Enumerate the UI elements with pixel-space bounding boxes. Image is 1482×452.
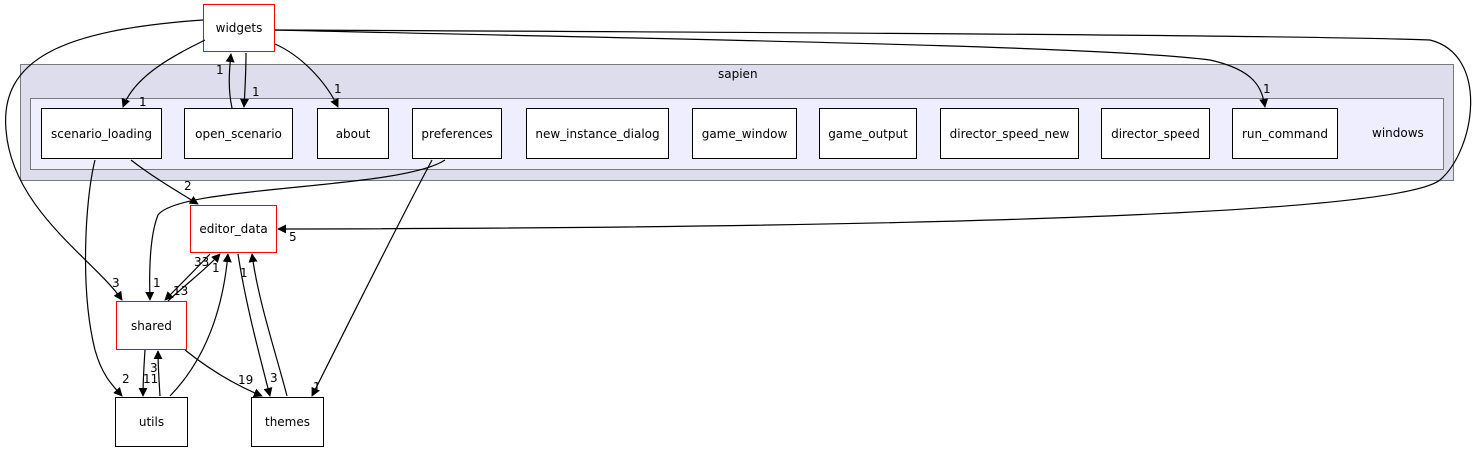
node-game-output[interactable]: game_output — [819, 108, 917, 159]
edge-label: 1 — [313, 380, 321, 394]
edge-label: 1 — [153, 276, 161, 290]
edge-editor-data-to-themes — [237, 253, 273, 397]
edge-editor-data-to-shared — [164, 253, 211, 301]
node-themes[interactable]: themes — [251, 397, 324, 447]
node-run-command[interactable]: run_command — [1232, 108, 1338, 159]
edge-label: 13 — [173, 284, 188, 298]
edge-label: 2 — [184, 179, 192, 193]
edge-shared-to-themes — [184, 349, 263, 398]
node-new-instance-dialog[interactable]: new_instance_dialog — [526, 108, 669, 159]
node-editor-data[interactable]: editor_data — [190, 205, 277, 253]
edge-themes-to-editor-data — [248, 253, 288, 397]
edge-shared-to-utils — [138, 349, 148, 397]
node-director-speed[interactable]: director_speed — [1101, 108, 1210, 159]
node-preferences[interactable]: preferences — [412, 108, 502, 159]
edge-label: 19 — [238, 373, 253, 387]
edge-label: 2 — [122, 372, 130, 386]
edge-label: 3 — [112, 276, 120, 290]
edge-label: 1 — [240, 266, 248, 280]
edge-label: 3 — [150, 361, 158, 375]
cluster-sapien-label: sapien — [718, 67, 758, 81]
node-shared[interactable]: shared — [116, 301, 187, 350]
node-game-window[interactable]: game_window — [692, 108, 797, 159]
node-scenario-loading[interactable]: scenario_loading — [41, 108, 162, 159]
node-open-scenario[interactable]: open_scenario — [184, 108, 293, 159]
node-about[interactable]: about — [317, 108, 389, 159]
edge-label: 11 — [143, 372, 158, 386]
edge-label: 1 — [212, 261, 220, 275]
edge-label: 33 — [194, 255, 209, 269]
edge-shared-to-editor-data — [167, 253, 221, 302]
edge-utils-to-shared — [153, 350, 163, 397]
node-widgets[interactable]: widgets — [203, 4, 275, 52]
node-utils[interactable]: utils — [115, 397, 188, 447]
edge-preferences-to-themes — [311, 159, 433, 397]
edge-label: 3 — [270, 371, 278, 385]
edge-scenario-loading-to-utils — [84, 159, 123, 397]
cluster-windows-label: windows — [1372, 126, 1424, 140]
edge-label: 5 — [289, 230, 297, 244]
node-director-speed-new[interactable]: director_speed_new — [940, 108, 1079, 159]
